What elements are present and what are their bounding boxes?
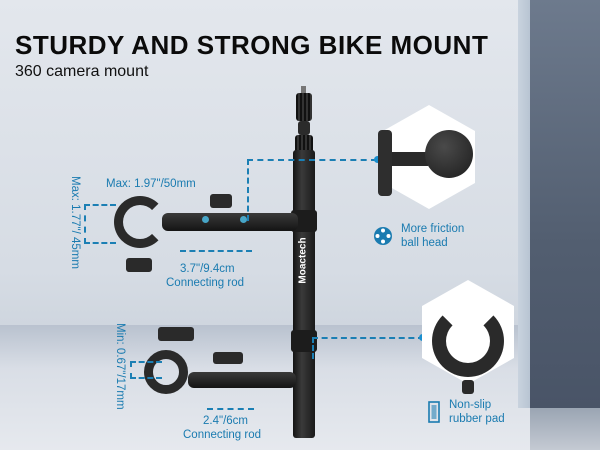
page-subtitle: 360 camera mount xyxy=(15,63,149,80)
upper-max-opening-label: Max: 1.97"/50mm xyxy=(106,178,196,190)
upper-diameter-bracket xyxy=(84,204,116,244)
lower-rod-label: Connecting rod xyxy=(183,429,261,441)
lower-min-diameter-label: Min: 0.67"/17mm xyxy=(114,323,126,410)
ball-head-callout-line xyxy=(247,159,377,221)
upper-rod-length: 3.7"/9.4cm xyxy=(180,263,235,275)
lower-rod-dimension-line xyxy=(207,398,254,410)
rubber-pad-icon xyxy=(428,401,440,423)
wall-floor xyxy=(530,408,600,450)
wall-edge xyxy=(518,0,532,408)
brand-logo: Moactech xyxy=(297,237,309,284)
wall-panel xyxy=(530,0,600,408)
feature-rubber-pad-line2: rubber pad xyxy=(449,413,505,425)
upper-rod-dimension-line xyxy=(180,240,252,252)
clamp-image xyxy=(432,305,504,377)
upper-rod-label: Connecting rod xyxy=(166,277,244,289)
clamp-callout-line xyxy=(312,337,424,359)
lower-diameter-bracket xyxy=(130,361,162,379)
feature-ball-head-line2: ball head xyxy=(401,237,448,249)
upper-max-diameter-label: Max: 1.77"/ 45mm xyxy=(69,176,81,269)
page-title: STURDY AND STRONG BIKE MOUNT xyxy=(15,30,489,60)
ball-head-callout-dot xyxy=(374,156,381,163)
ball-head-icon xyxy=(374,227,392,245)
feature-rubber-pad-line1: Non-slip xyxy=(449,399,492,411)
feature-ball-head-line1: More friction xyxy=(401,223,465,235)
lower-rod-length: 2.4"/6cm xyxy=(203,415,248,427)
